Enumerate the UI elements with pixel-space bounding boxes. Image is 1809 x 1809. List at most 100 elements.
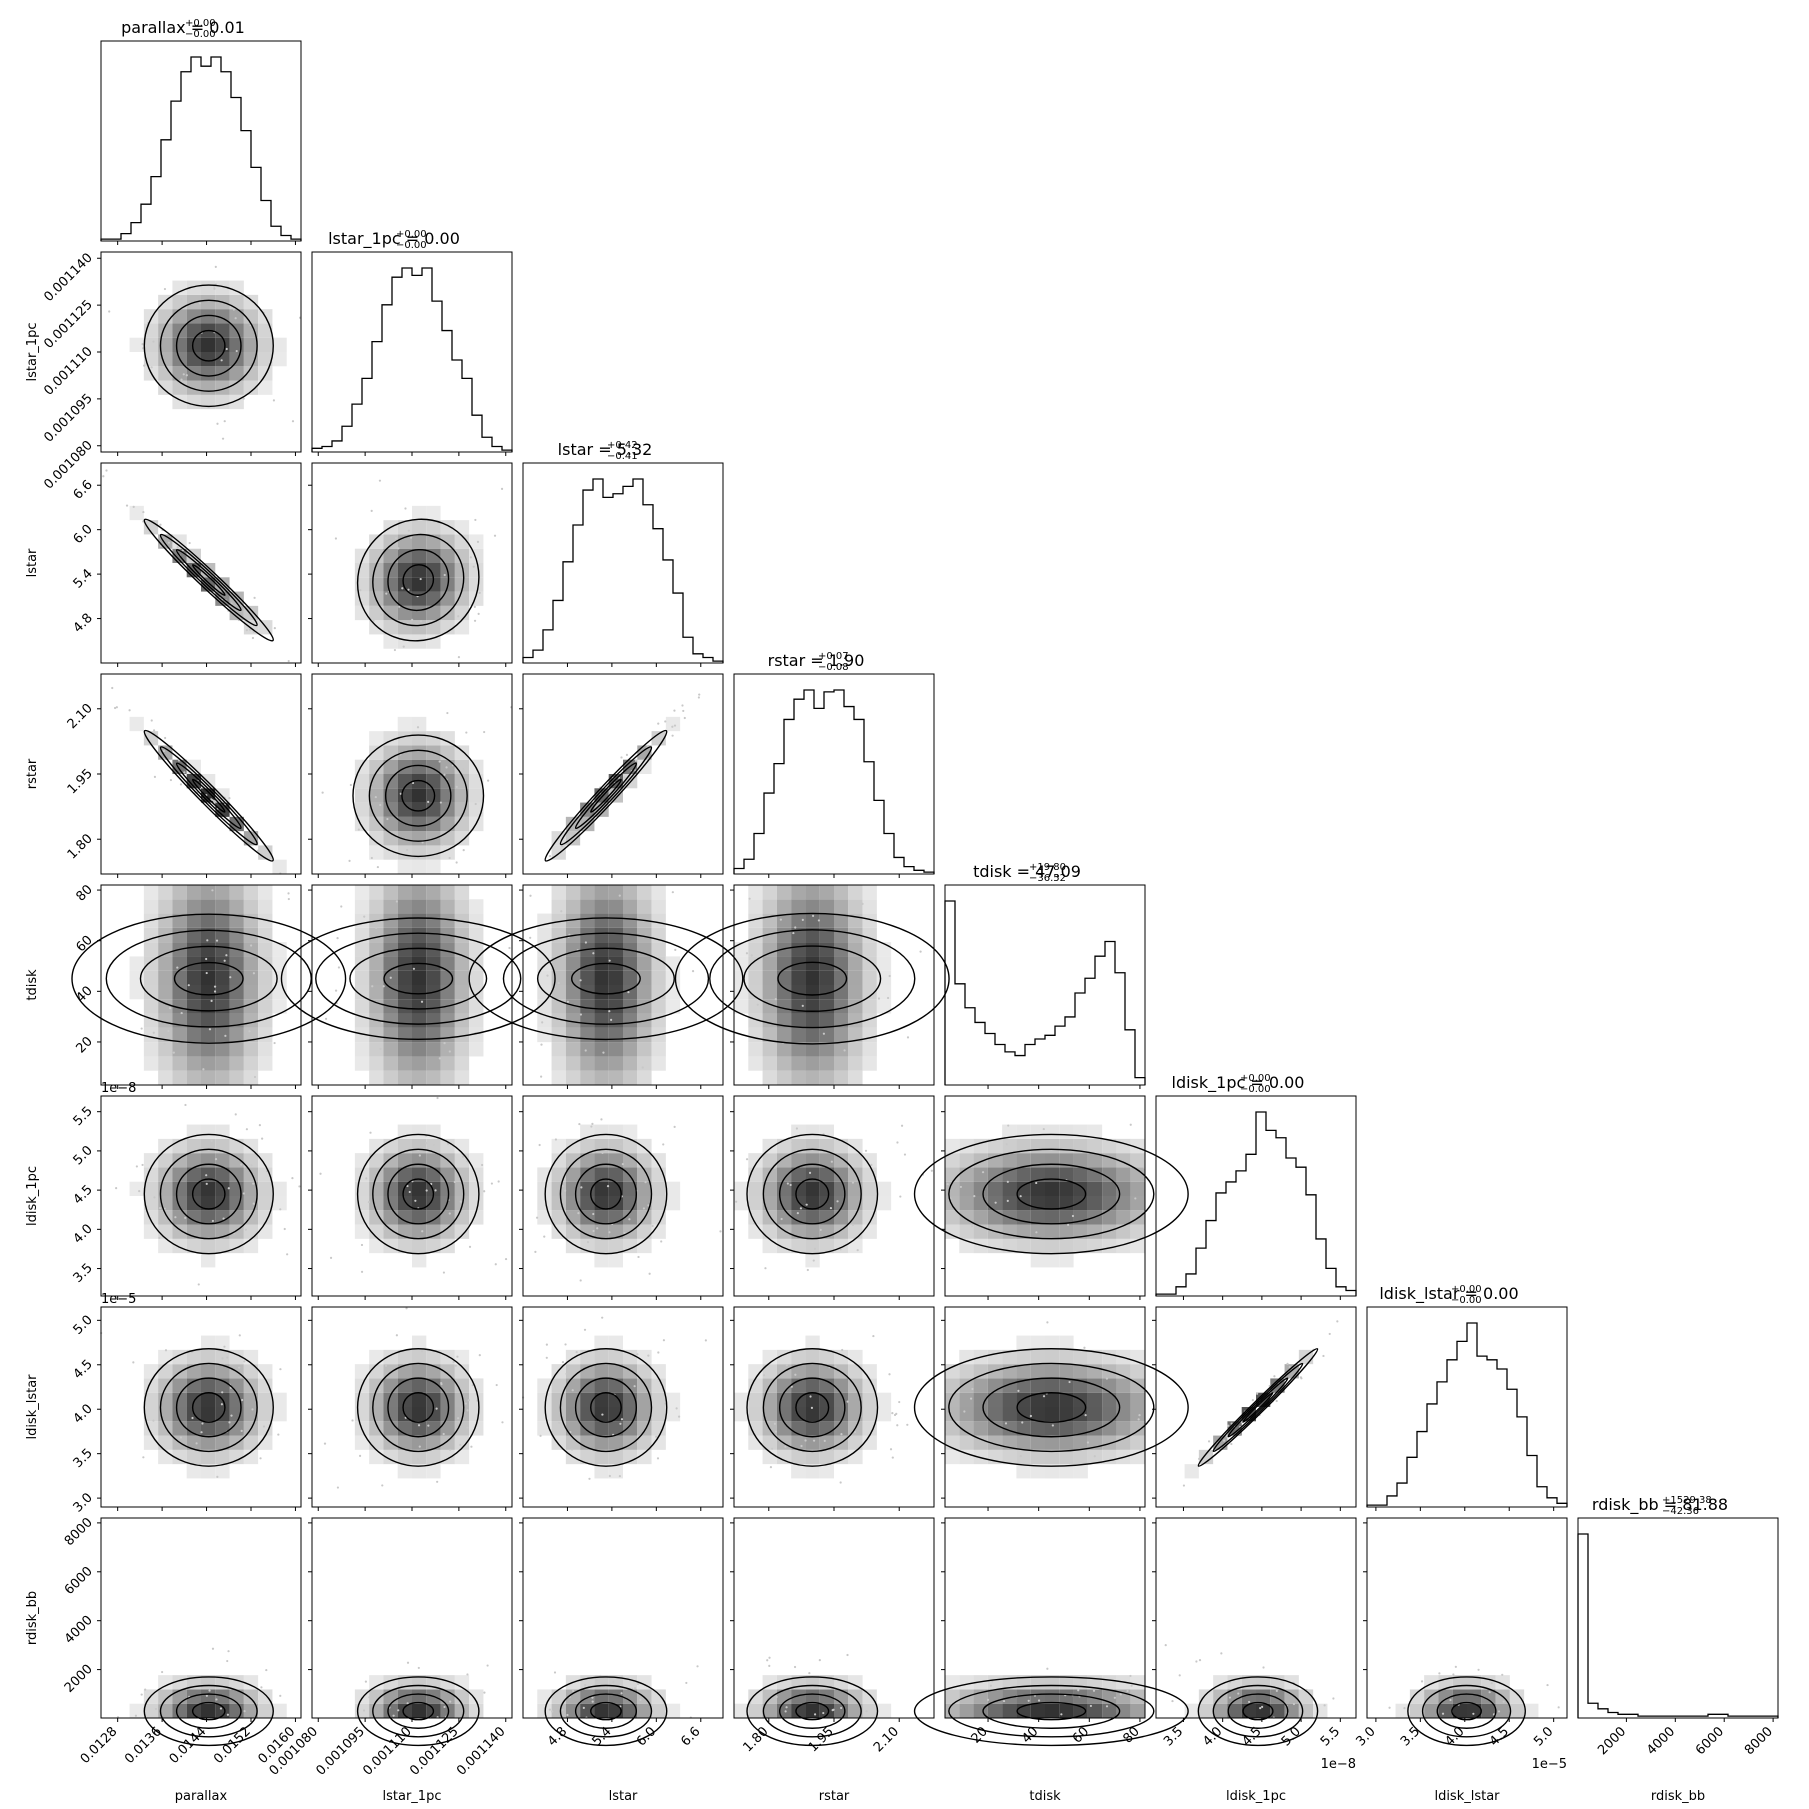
density-cell <box>748 1421 763 1436</box>
sample-point <box>277 1433 280 1436</box>
density-cell <box>987 1210 1003 1225</box>
density-cell <box>383 1056 398 1071</box>
contour-level-2 <box>574 1693 638 1729</box>
sample-point <box>421 1230 424 1233</box>
density-cell <box>776 1138 792 1154</box>
sample-point <box>580 1186 583 1189</box>
density-cell <box>158 352 173 367</box>
density-cell <box>791 899 806 914</box>
sample-point <box>1007 1124 1010 1127</box>
density-cell <box>1130 1703 1145 1718</box>
density-cell <box>186 942 201 957</box>
density-cell <box>412 1435 427 1450</box>
sample-point <box>351 1419 354 1422</box>
density-cell <box>201 380 216 395</box>
density-cell <box>1002 1378 1017 1393</box>
sample-point <box>1198 1659 1202 1662</box>
density-cell <box>172 1378 187 1393</box>
density-cell <box>440 1675 455 1690</box>
sample-point <box>843 1049 846 1052</box>
plot-lines-layer <box>71 56 1779 1747</box>
density-cell <box>1016 1124 1031 1139</box>
contour-level-1 <box>1451 1701 1482 1721</box>
density-cell <box>1045 1335 1060 1350</box>
density-cell <box>397 1210 412 1225</box>
x-tick-label: 5.0 <box>1531 1724 1556 1749</box>
density-cell <box>158 970 173 985</box>
contour-level-3 <box>372 1684 465 1738</box>
contour-level-2 <box>1227 1693 1289 1729</box>
sample-point <box>639 1158 642 1161</box>
sample-point <box>435 1407 438 1410</box>
contour-level-4 <box>913 1133 1189 1255</box>
density-cell <box>959 1421 974 1436</box>
sample-point <box>229 976 232 979</box>
density-cell <box>580 1224 595 1239</box>
density-cell <box>862 913 877 928</box>
contour-level-3 <box>1212 1684 1304 1738</box>
sample-point <box>214 265 217 268</box>
x-tick-label: 2000 <box>1595 1724 1629 1758</box>
sample-point <box>216 422 219 425</box>
density-cell <box>1087 1349 1103 1365</box>
density-cell <box>186 394 201 410</box>
sample-point <box>357 828 360 831</box>
density-cell <box>426 1013 441 1028</box>
density-cell <box>651 999 666 1014</box>
sample-point <box>348 859 351 863</box>
density-cell <box>805 1421 820 1436</box>
density-cell <box>580 1153 595 1168</box>
density-cell <box>608 1224 623 1239</box>
density-cell <box>973 1378 988 1393</box>
density-cell <box>397 1464 412 1479</box>
density-cell <box>186 759 201 774</box>
sample-point <box>159 523 162 526</box>
density-cell <box>580 1124 595 1139</box>
contour-level-2 <box>387 1693 450 1729</box>
density-cell <box>637 1056 652 1071</box>
density-cell <box>354 591 370 606</box>
y-tick-label: 0.001140 <box>41 250 95 304</box>
contour-level-3 <box>368 749 468 842</box>
sample-point <box>1299 1376 1303 1379</box>
sample-point <box>279 1368 282 1371</box>
sample-point <box>336 937 339 940</box>
density-cell <box>762 1070 777 1085</box>
density-cell <box>369 999 384 1014</box>
sample-point <box>397 547 400 550</box>
density-cell <box>201 1027 216 1043</box>
density-cell <box>454 1703 470 1718</box>
density-cell <box>258 970 273 985</box>
density-cell <box>201 1449 216 1465</box>
density-cell <box>945 1224 960 1239</box>
sample-point <box>169 778 173 782</box>
density-cell <box>848 885 863 900</box>
density-cell <box>862 999 877 1014</box>
density-cell <box>819 1056 834 1071</box>
density-cell <box>412 1196 427 1211</box>
y-tick-label: 20 <box>74 1034 96 1056</box>
density-cell <box>1002 1196 1017 1211</box>
sample-point <box>457 1417 460 1420</box>
sample-point <box>283 1227 286 1231</box>
sample-point <box>864 1149 868 1152</box>
density-cell <box>229 816 244 832</box>
sample-point <box>601 1151 604 1154</box>
sample-point <box>372 619 375 622</box>
density-cell <box>369 1027 384 1043</box>
density-cell <box>469 1181 484 1196</box>
sample-point <box>360 1270 364 1273</box>
density-cell <box>623 942 638 957</box>
sample-point <box>256 1700 259 1703</box>
density-cell <box>1059 1167 1074 1182</box>
x-tick-label: 5.0 <box>1279 1724 1304 1749</box>
density-cell <box>834 1027 849 1043</box>
sample-point <box>384 1364 388 1367</box>
sample-point <box>493 534 497 537</box>
contour-level-4 <box>746 1133 879 1255</box>
sample-point <box>790 1385 793 1388</box>
sample-point <box>376 865 379 869</box>
density-cell <box>186 380 201 395</box>
density-cell <box>805 1013 820 1028</box>
density-cell <box>158 380 173 395</box>
